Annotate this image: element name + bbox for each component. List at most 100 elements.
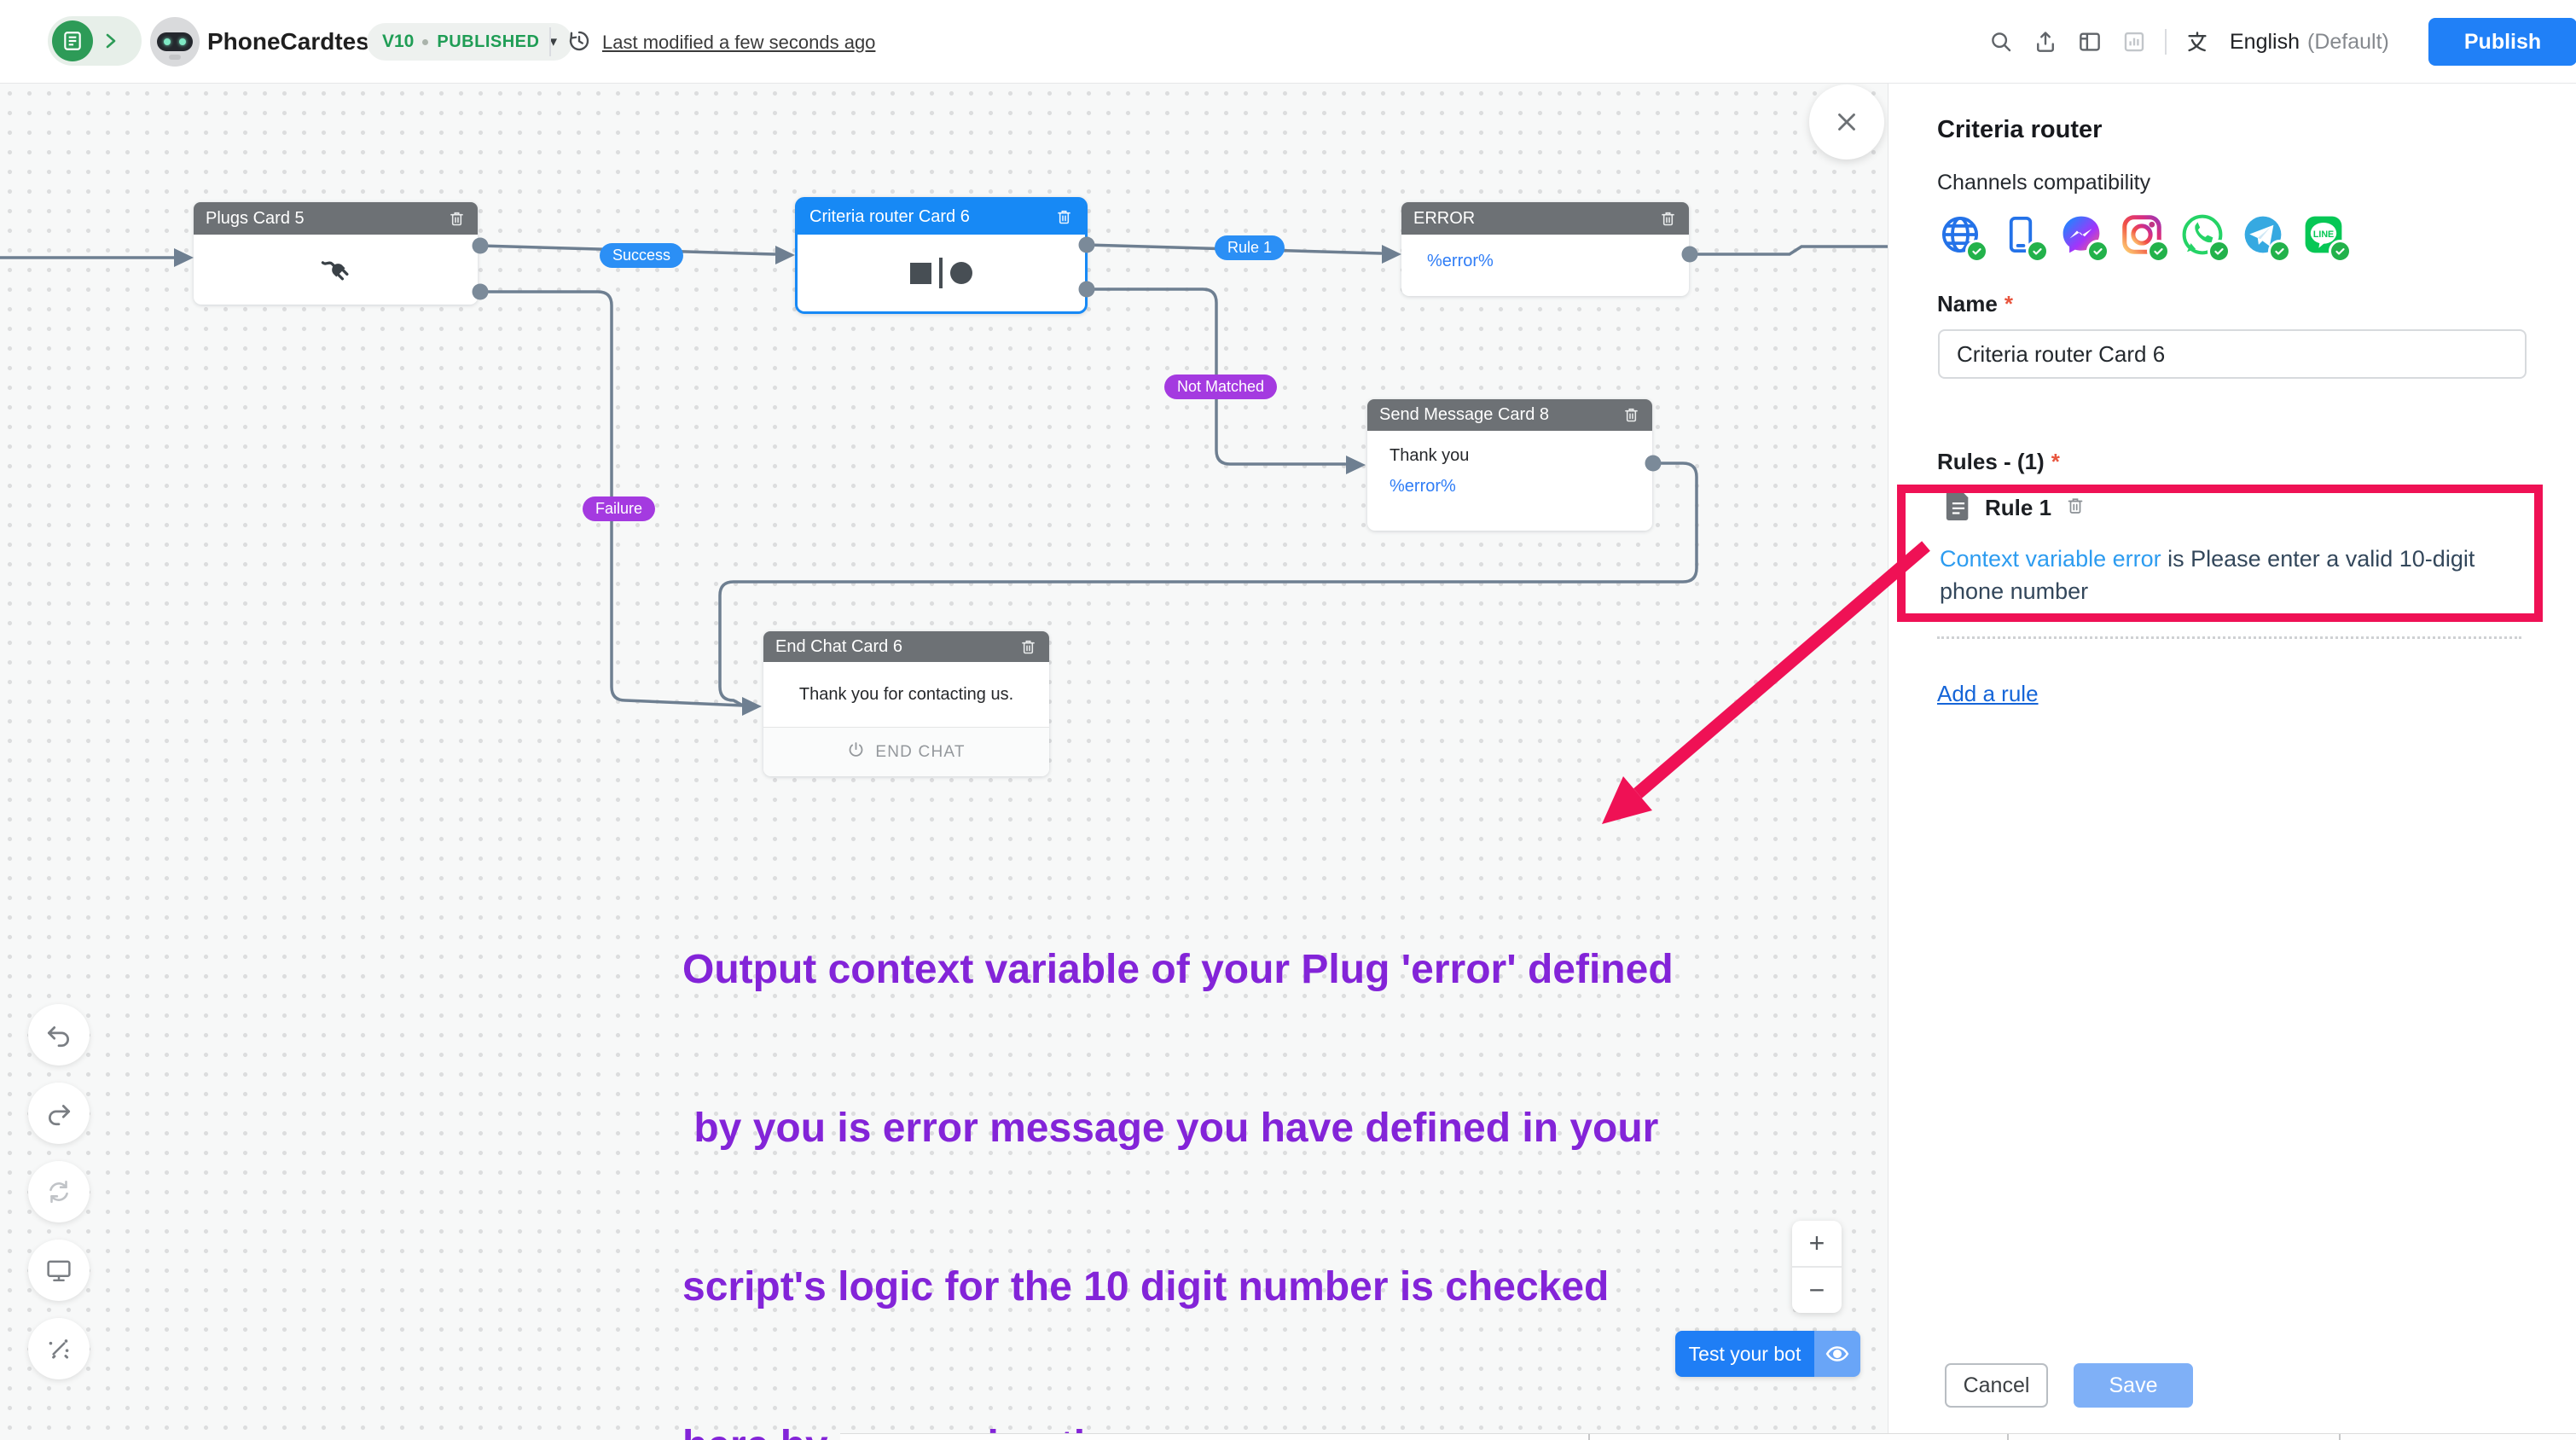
channel-website-icon — [1937, 212, 1988, 263]
publish-button[interactable]: Publish — [2428, 18, 2576, 66]
chevron-right-icon — [100, 31, 120, 51]
test-your-bot-button[interactable]: Test your bot — [1675, 1331, 1860, 1377]
card-send-message[interactable]: Send Message Card 8 Thank you %error% — [1367, 399, 1652, 531]
card-name-input[interactable] — [1938, 329, 2527, 379]
channel-instagram-icon — [2119, 212, 2170, 263]
power-icon — [847, 740, 865, 764]
delete-card-icon[interactable] — [1622, 406, 1640, 424]
zoom-out-button[interactable]: − — [1808, 1275, 1825, 1305]
analytics-icon — [2121, 28, 2148, 55]
header-actions: English (Default) Publish — [1987, 0, 2576, 84]
message-variable: %error% — [1390, 477, 1456, 496]
panel-title: Criteria router — [1937, 116, 2103, 143]
channel-whatsapp-icon — [2179, 212, 2231, 263]
channel-icons-row: LINE — [1937, 212, 2352, 263]
cancel-button[interactable]: Cancel — [1945, 1363, 2048, 1408]
criteria-router-icon — [798, 235, 1085, 311]
rule-doc-icon — [1946, 491, 1971, 525]
magic-wand-button[interactable] — [28, 1318, 90, 1379]
translate-icon[interactable] — [2184, 28, 2211, 55]
delete-card-icon[interactable] — [1019, 638, 1037, 656]
end-chat-action[interactable]: END CHAT — [763, 727, 1049, 776]
rule-variable-link[interactable]: Context variable error — [1940, 546, 2161, 572]
check-badge-icon — [2147, 240, 2170, 263]
sync-button[interactable] — [28, 1161, 90, 1222]
card-error[interactable]: ERROR %error% — [1401, 202, 1689, 296]
check-badge-icon — [2026, 240, 2049, 263]
check-badge-icon — [2086, 240, 2109, 263]
language-default-label: (Default) — [2307, 29, 2389, 54]
card-criteria-router[interactable]: Criteria router Card 6 — [795, 197, 1088, 314]
canvas-toolbar — [28, 1004, 90, 1396]
header-separator — [2165, 29, 2167, 55]
annotation-line: by you is error message you have defined… — [682, 1106, 1659, 1151]
label-success[interactable]: Success — [600, 243, 684, 268]
card-title: ERROR — [1413, 208, 1476, 228]
zoom-controls: + − — [1792, 1221, 1842, 1313]
label-rule1[interactable]: Rule 1 — [1215, 235, 1285, 260]
last-modified-link[interactable]: Last modified a few seconds ago — [602, 32, 876, 53]
end-chat-label: END CHAT — [875, 742, 966, 761]
export-icon[interactable] — [2032, 28, 2059, 55]
card-title: Send Message Card 8 — [1379, 405, 1550, 424]
rule-condition[interactable]: Context variable error is Please enter a… — [1940, 543, 2477, 607]
history-icon[interactable] — [566, 28, 592, 58]
top-header: PhoneCardtester V10 PUBLISHED ▾ Last mod… — [0, 0, 2576, 84]
svg-text:LINE: LINE — [2313, 229, 2334, 240]
version-status-badge[interactable]: V10 PUBLISHED ▾ — [367, 23, 572, 61]
delete-card-icon[interactable] — [448, 210, 466, 228]
card-title: Plugs Card 5 — [206, 208, 305, 228]
card-end-chat[interactable]: End Chat Card 6 Thank you for contacting… — [763, 631, 1049, 776]
label-failure[interactable]: Failure — [583, 496, 656, 521]
channels-compat-label: Channels compatibility — [1937, 171, 2151, 195]
delete-rule-icon[interactable] — [2065, 496, 2086, 520]
card-title: End Chat Card 6 — [775, 636, 902, 656]
annotation-line: Output context variable of your Plug 'er… — [682, 947, 1674, 992]
card-title: Criteria router Card 6 — [809, 207, 970, 226]
channel-mobile-icon — [1998, 212, 2049, 263]
caret-down-icon: ▾ — [549, 33, 557, 49]
rules-label: Rules - (1)* — [1937, 449, 2060, 474]
version-label: V10 — [382, 32, 415, 51]
channel-telegram-icon — [2240, 212, 2291, 263]
bot-avatar — [150, 17, 200, 67]
delete-card-icon[interactable] — [1659, 210, 1677, 228]
delete-card-icon[interactable] — [1055, 208, 1073, 226]
channel-line-icon: LINE — [2300, 212, 2352, 263]
required-marker: * — [2051, 449, 2060, 474]
save-button[interactable]: Save — [2074, 1363, 2193, 1408]
check-badge-icon — [2268, 240, 2291, 263]
test-bot-label: Test your bot — [1675, 1331, 1814, 1377]
label-not-matched[interactable]: Not Matched — [1164, 375, 1278, 399]
channel-messenger-icon — [2058, 212, 2109, 263]
end-chat-text: Thank you for contacting us. — [798, 684, 1014, 704]
undo-button[interactable] — [28, 1004, 90, 1065]
header-separator — [549, 27, 551, 56]
bottom-edge-strip — [840, 1433, 2576, 1440]
rule-item-header[interactable]: Rule 1 — [1946, 491, 2086, 525]
language-label: English — [2230, 29, 2300, 54]
preview-device-button[interactable] — [28, 1240, 90, 1301]
preview-eye-icon[interactable] — [1814, 1331, 1860, 1377]
message-text: Thank you — [1390, 446, 1470, 465]
annotation-line: script's logic for the 10 digit number i… — [682, 1264, 1610, 1309]
home-nav[interactable] — [48, 16, 142, 66]
redo-button[interactable] — [28, 1083, 90, 1144]
add-rule-link[interactable]: Add a rule — [1937, 681, 2039, 706]
close-panel-button[interactable] — [1809, 84, 1884, 160]
zoom-in-button[interactable]: + — [1808, 1228, 1825, 1258]
search-icon[interactable] — [1987, 28, 2015, 55]
rules-divider — [1937, 636, 2521, 639]
check-badge-icon — [2208, 240, 2231, 263]
rule-title: Rule 1 — [1985, 495, 2052, 520]
name-label: Name* — [1937, 291, 2013, 316]
check-badge-icon — [1965, 240, 1988, 263]
annotation-note: Output context variable of your Plug 'er… — [682, 838, 1674, 1440]
layout-panel-icon[interactable] — [2076, 28, 2103, 55]
plug-icon — [316, 248, 356, 292]
card-plugs[interactable]: Plugs Card 5 — [194, 202, 478, 305]
published-label: PUBLISHED — [437, 32, 540, 51]
language-selector[interactable]: English (Default) — [2230, 30, 2389, 55]
error-variable: %error% — [1427, 252, 1494, 270]
